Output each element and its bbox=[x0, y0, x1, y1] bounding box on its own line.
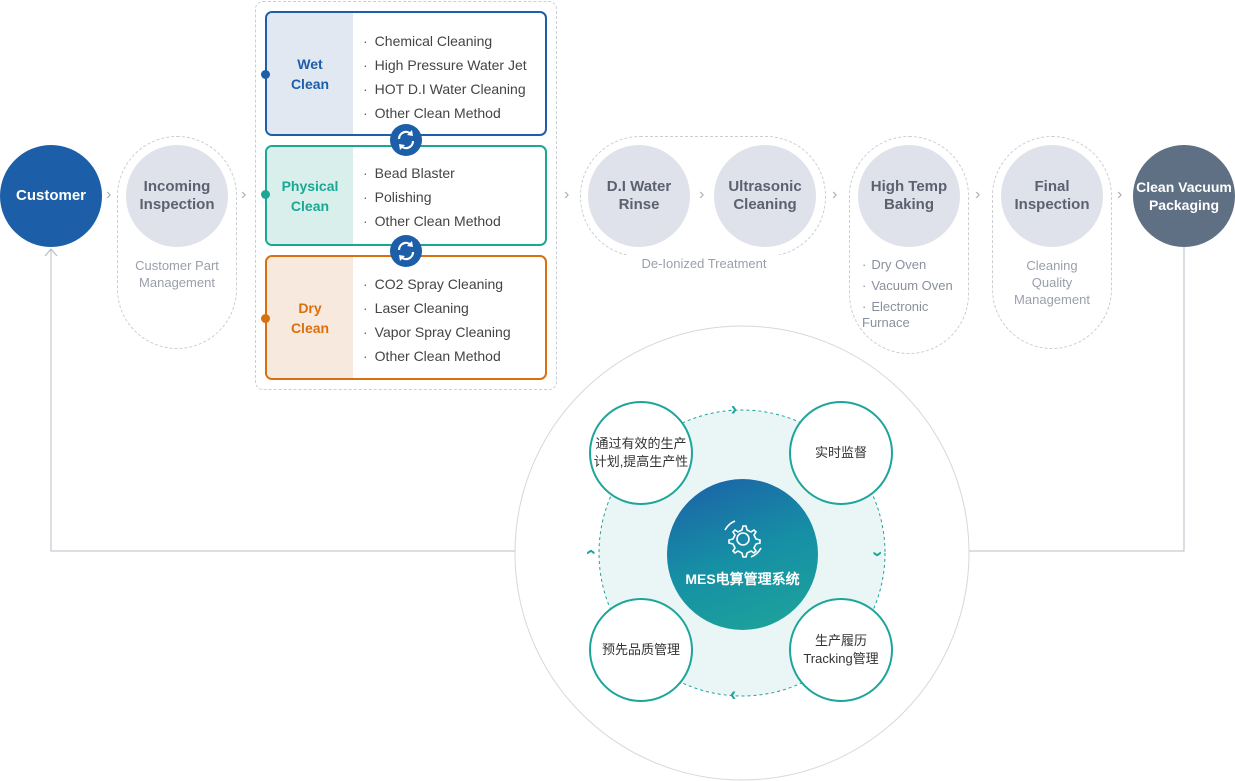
list-item: Other Clean Method bbox=[363, 344, 511, 368]
mes-node-label: 生产履历 Tracking管理 bbox=[803, 633, 879, 666]
cleaning-group bbox=[255, 1, 557, 390]
di-water-rinse-node: D.I Water Rinse bbox=[588, 145, 690, 247]
mes-center-label: MES电算管理系统 bbox=[685, 570, 800, 587]
list-item: CO2 Spray Cleaning bbox=[363, 272, 511, 296]
mes-center-node: MES电算管理系统 bbox=[667, 479, 818, 630]
customer-node: Customer bbox=[0, 145, 102, 247]
dry-clean-list: CO2 Spray Cleaning Laser Cleaning Vapor … bbox=[363, 272, 511, 368]
list-item: Other Clean Method bbox=[363, 209, 501, 233]
list-item: Laser Cleaning bbox=[363, 296, 511, 320]
chevron-right-icon: › bbox=[975, 186, 981, 203]
mes-node-label: 实时监督 bbox=[814, 445, 867, 460]
customer-label: Customer bbox=[15, 187, 86, 204]
list-item: High Pressure Water Jet bbox=[363, 53, 527, 77]
list-item: Bead Blaster bbox=[363, 161, 501, 185]
incoming-inspection-node: Incoming Inspection bbox=[126, 145, 228, 247]
physical-clean-list: Bead Blaster Polishing Other Clean Metho… bbox=[363, 161, 501, 233]
baking-list: Dry Oven Vacuum Oven Electronic Furnace bbox=[862, 257, 958, 331]
di-water-title: D.I Water Rinse bbox=[606, 178, 672, 213]
baking-title: High Temp Baking bbox=[870, 178, 948, 213]
mes-node-realtime-monitoring: 实时监督 bbox=[789, 401, 893, 505]
dry-clean-box: Dry Clean CO2 Spray Cleaning Laser Clean… bbox=[265, 255, 547, 380]
ultrasonic-cleaning-node: Ultrasonic Cleaning bbox=[714, 145, 816, 247]
final-inspection-node: Final Inspection bbox=[1001, 145, 1103, 247]
physical-dot bbox=[261, 190, 270, 199]
chevron-right-icon: › bbox=[699, 186, 705, 203]
mes-node-label: 通过有效的生产 计划,提高生产性 bbox=[593, 436, 689, 469]
mes-node-production-planning: 通过有效的生产 计划,提高生产性 bbox=[589, 401, 693, 505]
packaging-label: Clean Vacuum Packaging bbox=[1136, 179, 1232, 213]
final-group bbox=[992, 136, 1112, 349]
incoming-group bbox=[117, 136, 237, 349]
deionized-caption: De-Ionized Treatment bbox=[614, 255, 794, 272]
chevron-right-icon: › bbox=[241, 186, 247, 203]
dry-clean-label: Dry Clean bbox=[267, 257, 353, 378]
list-item: Chemical Cleaning bbox=[363, 29, 527, 53]
mes-node-label: 预先品质管理 bbox=[601, 642, 680, 657]
list-item: Electronic Furnace bbox=[862, 299, 958, 331]
chevron-right-icon: › bbox=[106, 186, 112, 203]
sync-icon bbox=[390, 235, 422, 267]
list-item: Other Clean Method bbox=[363, 101, 527, 125]
physical-clean-box: Physical Clean Bead Blaster Polishing Ot… bbox=[265, 145, 547, 246]
chevron-right-icon: › bbox=[1117, 186, 1123, 203]
list-item: Vapor Spray Cleaning bbox=[363, 320, 511, 344]
ultrasonic-title: Ultrasonic Cleaning bbox=[728, 178, 802, 213]
incoming-title: Incoming Inspection bbox=[139, 178, 215, 213]
packaging-node: Clean Vacuum Packaging bbox=[1133, 145, 1235, 247]
wet-clean-label: Wet Clean bbox=[267, 13, 353, 134]
sync-icon bbox=[390, 124, 422, 156]
wet-clean-box: Wet Clean Chemical Cleaning High Pressur… bbox=[265, 11, 547, 136]
high-temp-baking-node: High Temp Baking bbox=[858, 145, 960, 247]
gear-icon bbox=[723, 519, 762, 558]
list-item: Vacuum Oven bbox=[862, 278, 958, 294]
baking-group bbox=[849, 136, 969, 354]
final-title: Final Inspection bbox=[1014, 178, 1090, 213]
dry-dot bbox=[261, 314, 270, 323]
wet-clean-list: Chemical Cleaning High Pressure Water Je… bbox=[363, 29, 527, 125]
physical-clean-label: Physical Clean bbox=[267, 147, 353, 244]
list-item: Polishing bbox=[363, 185, 501, 209]
incoming-caption: Customer Part Management bbox=[135, 258, 219, 290]
chevron-right-icon: › bbox=[564, 186, 570, 203]
list-item: Dry Oven bbox=[862, 257, 958, 273]
wet-dot bbox=[261, 70, 270, 79]
list-item: HOT D.I Water Cleaning bbox=[363, 77, 527, 101]
final-caption: Cleaning Quality Management bbox=[1014, 258, 1090, 307]
mes-node-quality-management: 预先品质管理 bbox=[589, 598, 693, 702]
mes-node-production-tracking: 生产履历 Tracking管理 bbox=[789, 598, 893, 702]
chevron-right-icon: › bbox=[832, 186, 838, 203]
